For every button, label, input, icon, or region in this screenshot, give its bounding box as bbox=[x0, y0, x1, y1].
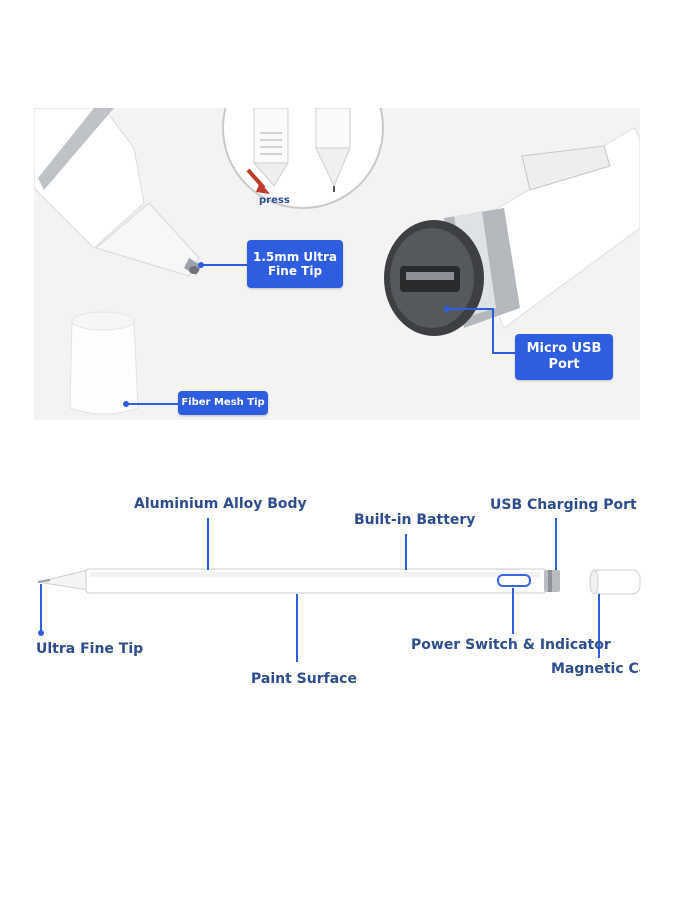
tip-callout-dot bbox=[198, 262, 204, 268]
press-label: press bbox=[259, 195, 290, 206]
closeup-illustration bbox=[34, 108, 640, 415]
aluminium-label: Aluminium Alloy Body bbox=[134, 496, 307, 512]
pen-end-closeup bbox=[384, 127, 640, 336]
mesh-callout-line bbox=[127, 403, 179, 405]
fiber-mesh-tip-cap bbox=[69, 311, 139, 415]
battery-label: Built-in Battery bbox=[354, 512, 476, 528]
tip-leader bbox=[40, 584, 42, 632]
power-switch bbox=[497, 574, 531, 587]
usb-callout-line-v bbox=[492, 308, 494, 354]
pen-tip-closeup bbox=[34, 108, 202, 277]
usb-callout-line-h2 bbox=[492, 352, 516, 354]
tip-callout-line bbox=[202, 264, 248, 266]
ultra-fine-tip-badge: 1.5mm Ultra Fine Tip bbox=[247, 240, 343, 288]
magnetic-cap bbox=[591, 569, 641, 595]
usb-port-leader bbox=[555, 518, 557, 570]
paint-label: Paint Surface bbox=[251, 671, 357, 687]
usb-callout-dot bbox=[444, 306, 450, 312]
tip-label: Ultra Fine Tip bbox=[36, 641, 144, 657]
micro-usb-badge: Micro USB Port bbox=[515, 334, 613, 380]
closeup-panel: press 1.5mm Ultra Fine Tip Micro USB Por… bbox=[34, 108, 640, 420]
fiber-mesh-badge: Fiber Mesh Tip bbox=[178, 391, 268, 415]
cap-label-clip: Magnetic Cap bbox=[551, 661, 640, 683]
cap-label: Magnetic Cap bbox=[551, 661, 640, 677]
aluminium-leader bbox=[207, 518, 209, 570]
cap-leader bbox=[598, 594, 600, 658]
power-leader bbox=[512, 588, 514, 634]
battery-leader bbox=[405, 534, 407, 570]
power-label: Power Switch & Indicator bbox=[411, 637, 611, 653]
tip-leader-dot bbox=[38, 630, 44, 636]
usb-port-label: USB Charging Port bbox=[490, 497, 637, 513]
usb-callout-line-h bbox=[448, 308, 492, 310]
paint-leader bbox=[296, 594, 298, 662]
mesh-callout-dot bbox=[123, 401, 129, 407]
press-inset bbox=[222, 108, 384, 209]
